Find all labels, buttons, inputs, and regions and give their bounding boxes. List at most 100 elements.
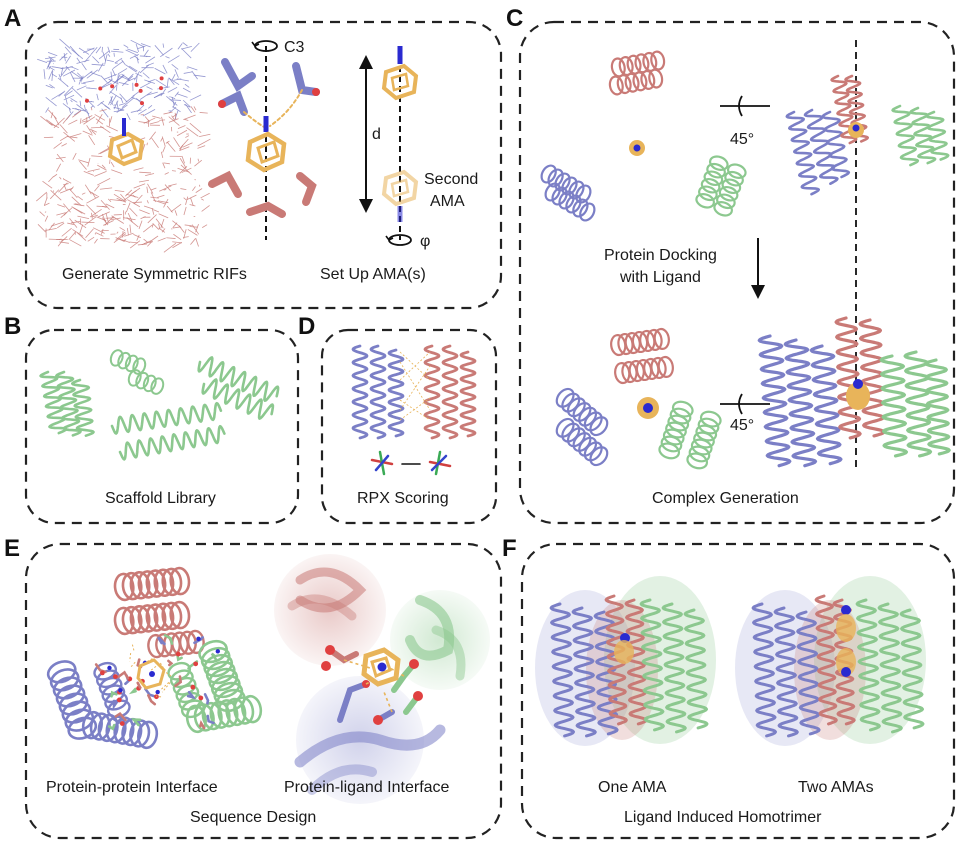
panel-a-caption-left: Generate Symmetric RIFs: [62, 266, 247, 283]
panel-d-caption: RPX Scoring: [357, 490, 449, 507]
rpx-residue-frames: [370, 450, 452, 476]
two-ama-red: [814, 594, 838, 726]
complex-side-red: [858, 318, 886, 438]
second-ama: [381, 169, 419, 222]
center-ligand: [245, 116, 287, 173]
complex-side-blue: [757, 334, 792, 468]
side-green-helix: [891, 104, 920, 167]
scaffold-helix-end: [127, 369, 165, 395]
panel-e-caption: Sequence Design: [190, 809, 316, 826]
docking-top-chains: [540, 50, 747, 222]
panel-d-letter: D: [298, 313, 315, 340]
scaffold-helix: [118, 424, 226, 461]
panel-c-caption: Complex Generation: [652, 490, 799, 507]
two-ama-blue: [751, 602, 777, 738]
second-ama-label-2: AMA: [430, 193, 465, 210]
ppi-trimer: [46, 566, 263, 750]
complex-blue-helix: [555, 387, 609, 437]
complex-top-ligand: [637, 397, 659, 419]
angle-top-label: 45°: [730, 131, 754, 148]
scaffold-helix: [71, 378, 95, 437]
scaffold-helix: [55, 370, 82, 437]
panel-b-letter: B: [4, 313, 21, 340]
panel-f-frame: [520, 542, 956, 840]
panel-f-caption-right: Two AMAs: [798, 779, 874, 796]
phi-label: φ: [420, 233, 430, 250]
side-red-helix: [830, 74, 858, 145]
one-ama-red: [624, 598, 648, 726]
panel-c-letter: C: [506, 5, 523, 32]
panel-a-letter: A: [4, 5, 21, 32]
panel-a-caption-right: Set Up AMA(s): [320, 266, 426, 283]
dock-green-helix: [713, 163, 747, 217]
complex-green-helix: [658, 400, 694, 460]
one-ama-green: [683, 608, 709, 730]
complex-top-view: [555, 327, 722, 470]
rif-sticks: [208, 58, 320, 218]
rif-ligand: [107, 118, 145, 167]
one-ama-red: [604, 594, 628, 726]
distance-label: d: [372, 126, 381, 143]
rpx-helix-blue: [351, 344, 369, 440]
rpx-helix-red: [441, 344, 459, 440]
two-ama-green: [899, 608, 925, 730]
rpx-helix-blue: [387, 348, 405, 438]
angle-bottom-label: 45°: [730, 417, 754, 434]
rpx-contact-lines: [399, 351, 431, 421]
panel-e-frame: [24, 542, 503, 840]
rotate-icon-bottom: [720, 393, 770, 415]
complex-side-red: [834, 316, 862, 440]
docking-top-ligand: [629, 140, 645, 156]
panel-b: B Scaffold Library: [4, 313, 300, 525]
panel-f: F One AMA Two AMAs Ligand Induced Homotr…: [502, 535, 956, 840]
complex-side-blue: [809, 344, 843, 466]
complex-side-blue: [783, 338, 818, 468]
ppi-red-helix: [113, 566, 191, 602]
one-ama-blue: [549, 602, 575, 738]
dock-green-helix: [695, 155, 729, 209]
rpx-helices: [351, 344, 477, 440]
panel-d-frame: [320, 328, 498, 525]
side-view-top-chains: [785, 74, 950, 196]
side-green-helix: [925, 110, 950, 161]
scaffold-helix: [39, 370, 68, 435]
complex-red-helix: [614, 355, 674, 385]
one-ama-blue: [593, 610, 619, 736]
panel-a-frame: [24, 20, 503, 310]
one-ama-trimer: [535, 576, 716, 746]
docking-label-2: with Ligand: [619, 269, 701, 286]
complex-side-view: [757, 316, 951, 468]
scaffold-helix: [197, 356, 280, 402]
rpx-helix-red: [423, 344, 441, 440]
ppi-green-helix: [167, 661, 205, 719]
two-ama-green: [855, 598, 881, 732]
panel-d: D RPX Scoring: [298, 313, 498, 525]
panel-c-frame: [518, 20, 956, 525]
complex-side-green: [903, 350, 933, 458]
ppi-ligand: [136, 658, 166, 690]
side-blue-helix: [785, 110, 820, 196]
rpx-helix-red: [459, 350, 477, 438]
pli-closeup: [274, 554, 490, 804]
one-ama-green: [639, 598, 665, 732]
ppi-blue-helix: [93, 661, 131, 719]
two-ama-green: [877, 602, 903, 734]
panel-e: E: [4, 535, 503, 840]
first-ama: [381, 46, 419, 101]
c3-label: C3: [284, 39, 305, 56]
scaffold-helix-end: [109, 349, 147, 375]
ppi-green-helix: [185, 694, 263, 734]
dock-red-helix: [608, 68, 664, 96]
rotate-icon-top: [720, 95, 770, 117]
complex-red-helix: [610, 327, 670, 357]
panel-f-caption-left: One AMA: [598, 779, 667, 796]
docking-label-1: Protein Docking: [604, 247, 717, 264]
side-view-top-ligand: [848, 122, 864, 138]
two-ama-blue: [795, 610, 821, 736]
one-ama-green: [661, 602, 687, 734]
panel-e-letter: E: [4, 535, 20, 562]
panel-f-letter: F: [502, 535, 517, 562]
rpx-helix-blue: [369, 344, 387, 440]
two-ama-blue: [773, 606, 799, 738]
panel-e-caption-right: Protein-ligand Interface: [284, 779, 450, 796]
